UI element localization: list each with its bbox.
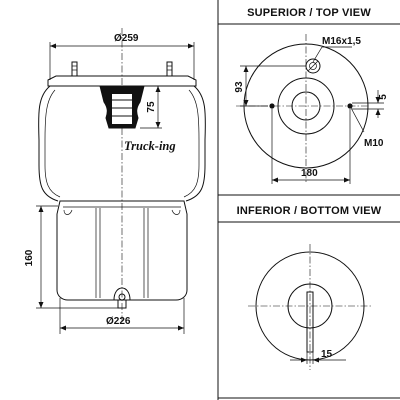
view-panel-frame	[217, 0, 400, 400]
stud-left	[269, 103, 275, 109]
bellows-body	[38, 85, 206, 202]
top-studs	[71, 61, 173, 77]
bolt-leader	[349, 105, 365, 133]
top-plate	[47, 75, 197, 87]
svg-text:Ø259: Ø259	[114, 33, 139, 44]
bottom-view-title: INFERIOR / BOTTOM VIEW	[237, 205, 382, 217]
dim-bottom-diameter: Ø226	[59, 298, 185, 334]
bottom-view: 15	[248, 244, 372, 370]
svg-text:15: 15	[321, 349, 333, 360]
bolt-label: M10	[364, 138, 384, 149]
thread-label: M16x1,5	[322, 36, 361, 47]
svg-text:75: 75	[146, 101, 157, 113]
bottom-fitting	[113, 287, 131, 309]
piston	[56, 200, 188, 301]
bottom-screw-slot	[306, 291, 314, 353]
top-view: M16x1,5 93 5 M10	[234, 34, 389, 184]
bottom-piston-outline	[255, 251, 365, 361]
air-fitting-port	[305, 46, 352, 74]
svg-text:160: 160	[24, 249, 35, 266]
dim-bump-height: 75	[140, 85, 162, 129]
dim-top-diameter: Ø259	[49, 33, 195, 80]
dim-piston-height: 160	[24, 205, 118, 309]
dim-spacing: 180	[271, 109, 351, 184]
side-view: Truck-ing Ø259 75	[24, 28, 206, 334]
svg-text:Ø226: Ø226	[106, 316, 131, 327]
svg-text:5: 5	[378, 94, 389, 100]
brand-logo: Truck-ing	[124, 139, 176, 153]
top-view-title: SUPERIOR / TOP VIEW	[247, 7, 371, 19]
dim-slot: 5	[352, 90, 389, 118]
svg-text:93: 93	[234, 81, 245, 93]
dim-width: 15	[290, 349, 346, 364]
dim-offset: 93	[234, 65, 306, 107]
svg-text:180: 180	[301, 168, 318, 179]
